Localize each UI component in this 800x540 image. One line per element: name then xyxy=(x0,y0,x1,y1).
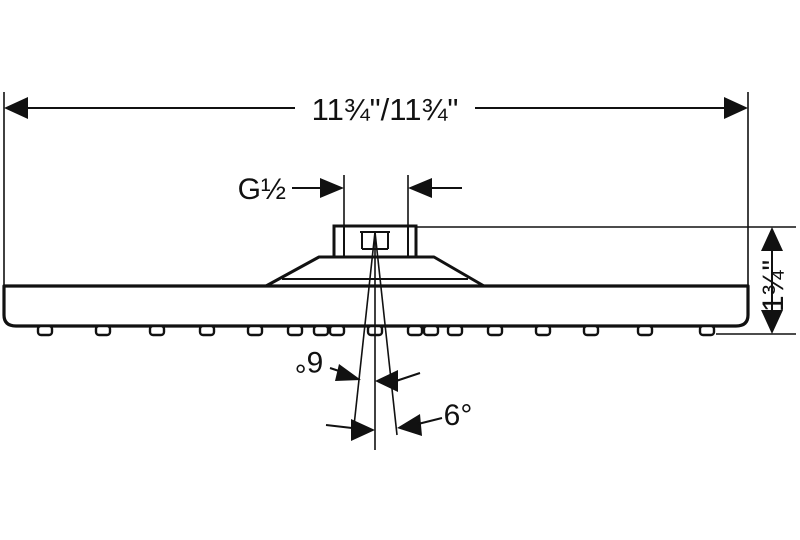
nozzle xyxy=(94,324,112,337)
nozzle xyxy=(636,324,654,337)
width-label: 11¾"/11¾" xyxy=(312,92,459,127)
nozzle xyxy=(486,324,504,337)
height-label: 1¾" xyxy=(757,260,790,312)
width-arrow-left xyxy=(4,97,28,119)
nozzle xyxy=(198,324,216,337)
nozzle xyxy=(446,324,464,337)
connection-label: G½ xyxy=(238,173,286,206)
connection-arrow-right xyxy=(408,178,432,198)
angle-right-leader-a xyxy=(325,424,353,429)
angle-left-arrow-b xyxy=(375,370,398,392)
connection-arrow-left xyxy=(320,178,344,198)
nozzle-row xyxy=(36,324,716,337)
angle-right-arrow-b xyxy=(397,414,422,436)
width-arrow-right xyxy=(724,97,748,119)
height-arrow-bottom xyxy=(761,310,783,334)
nozzle xyxy=(698,324,716,337)
nozzle xyxy=(246,324,264,337)
nozzle xyxy=(534,324,552,337)
angle-line-right xyxy=(374,231,398,436)
angle-right-leader-b xyxy=(417,417,443,425)
nozzle xyxy=(582,324,600,337)
angle-left-arrow-a xyxy=(335,364,361,381)
nozzle xyxy=(312,324,330,337)
angle-left-label: 6° xyxy=(295,345,324,378)
nozzle xyxy=(148,324,166,337)
angle-line-left xyxy=(352,231,376,436)
angle-right-arrow-a xyxy=(351,419,375,441)
angle-right-label: 6° xyxy=(444,399,473,432)
shower-head-plate xyxy=(2,284,750,328)
nozzle xyxy=(328,324,346,337)
nozzle xyxy=(422,324,440,337)
nozzle xyxy=(286,324,304,337)
height-arrow-top xyxy=(761,227,783,251)
nozzle xyxy=(36,324,54,337)
nozzle xyxy=(406,324,424,337)
angle-left-leader-b xyxy=(395,372,421,382)
